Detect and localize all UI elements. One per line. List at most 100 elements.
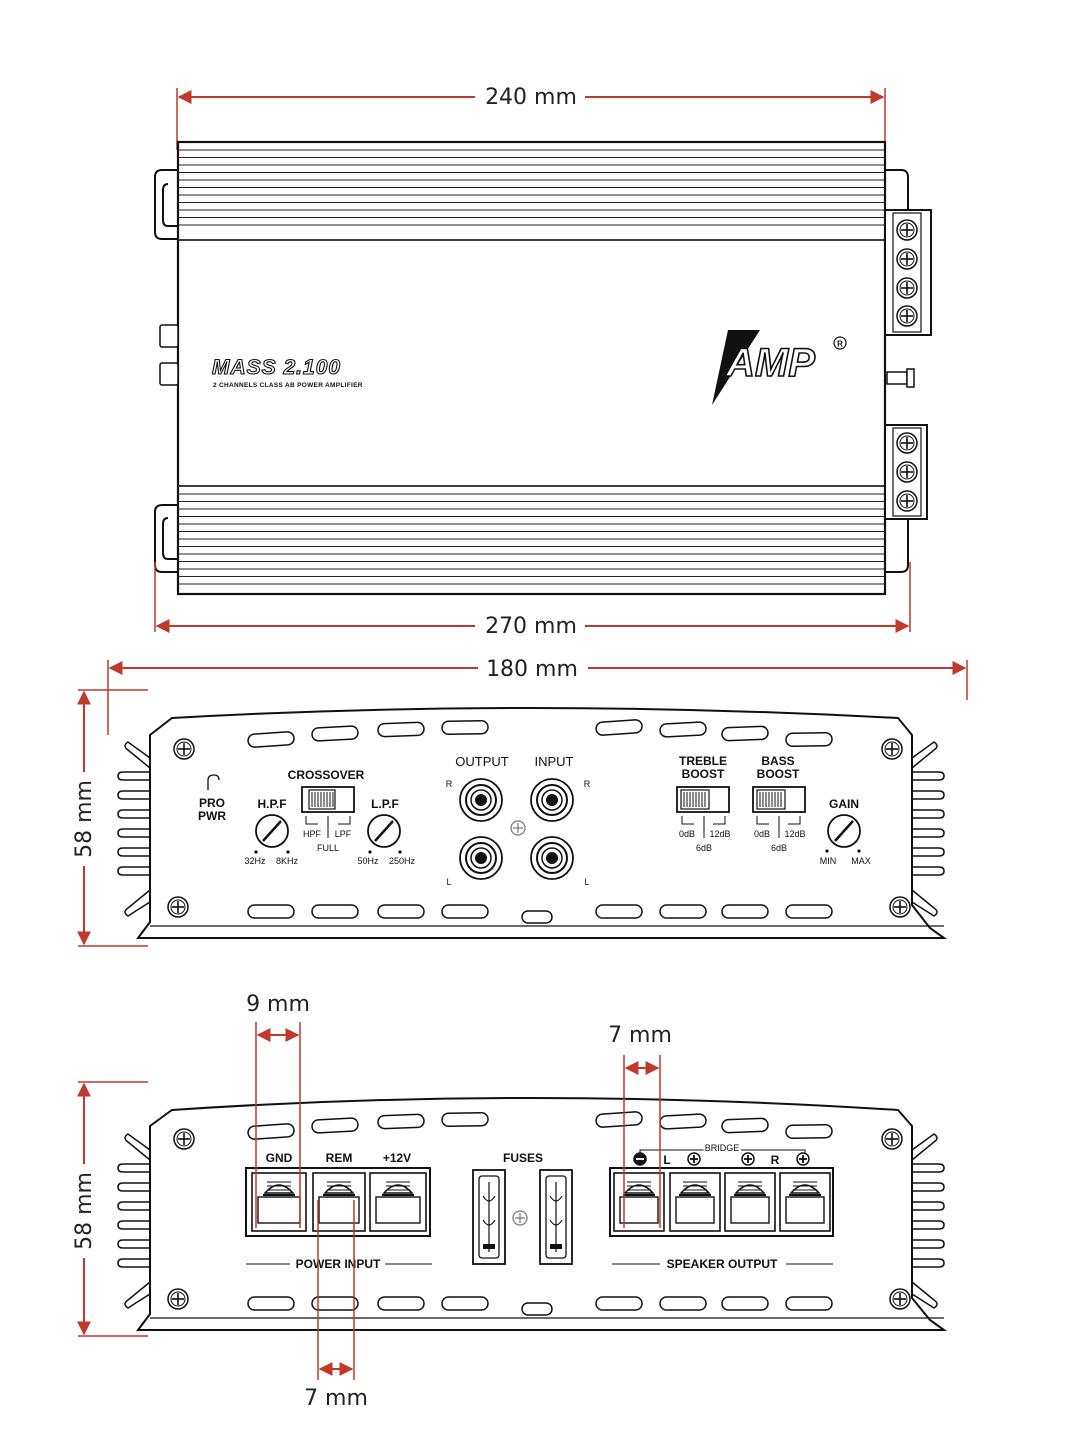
pwr-label: PWR <box>198 809 226 823</box>
dimension-180: 180 mm <box>107 657 968 735</box>
vent-slot <box>659 721 707 738</box>
lpf-knob[interactable] <box>367 814 401 848</box>
hpf-max: 8KHz <box>276 856 299 866</box>
side-fuse-stub <box>886 368 915 388</box>
bass-label-1: BASS <box>761 754 794 768</box>
rem-terminal <box>312 1172 366 1232</box>
vent-slot <box>377 904 425 919</box>
crossover-switch[interactable] <box>301 786 355 813</box>
bass-0db: 0dB <box>754 829 770 839</box>
front-panel-view: 180 mm 58 mm PRO PWR H.P.F 32Hz 8KHz <box>72 657 968 947</box>
treble-6db: 6dB <box>696 843 712 853</box>
gain-knob[interactable] <box>827 814 861 848</box>
vent-slot <box>785 904 833 919</box>
vent-slot <box>785 731 833 748</box>
panel-screw-icon <box>167 896 189 918</box>
rca-output-left <box>459 836 503 880</box>
dim-width-label: 180 mm <box>486 657 578 682</box>
vent-slot <box>441 904 489 919</box>
model-name: MASS 2.100 <box>212 356 341 379</box>
dim-9mm-label: 9 mm <box>246 992 310 1017</box>
vent-slot <box>595 1296 643 1311</box>
dim-bottom-label: 270 mm <box>485 614 577 639</box>
rca-input-right <box>530 778 574 822</box>
terminal-screw-icon <box>896 248 918 270</box>
treble-12db: 12dB <box>709 829 730 839</box>
vent-slot <box>377 721 425 738</box>
bass-ticks <box>756 816 801 838</box>
brand-logo: AMP R <box>712 330 847 405</box>
vent-slot <box>247 1296 295 1311</box>
brand-logo-text: AMP <box>725 341 815 385</box>
bass-6db: 6dB <box>771 843 787 853</box>
center-screw-icon <box>510 820 526 836</box>
front-panel-screws <box>167 738 911 918</box>
fuses-label: FUSES <box>503 1151 543 1165</box>
rca-jacks <box>459 778 574 880</box>
vent-slot <box>659 904 707 919</box>
vent-slot <box>377 1113 425 1130</box>
plus-icon <box>741 1152 755 1166</box>
vent-slot <box>785 1123 833 1140</box>
treble-boost-switch[interactable] <box>676 786 730 813</box>
vent-slot <box>441 719 489 736</box>
speaker-terminal <box>724 1172 776 1232</box>
bass-label-2: BOOST <box>757 767 800 781</box>
vent-slot <box>311 725 359 742</box>
vent-slot <box>247 731 295 748</box>
front-side-fins <box>117 741 945 917</box>
front-panel-outline <box>136 706 948 939</box>
vent-slot <box>311 1296 359 1311</box>
panel-screw-icon <box>881 738 903 760</box>
vent-slot <box>785 1296 833 1311</box>
hpf-label: H.P.F <box>257 797 286 811</box>
vent-slot <box>721 1296 769 1311</box>
rca-input-left <box>530 836 574 880</box>
registered-mark: R <box>837 340 843 349</box>
terminal-screw-icon <box>896 461 918 483</box>
panel-screw-icon <box>881 1128 903 1150</box>
vent-slot <box>521 910 553 924</box>
pro-label: PRO <box>199 796 225 810</box>
terminal-screw-icon <box>896 277 918 299</box>
heatsink-fins-bottom <box>178 485 885 585</box>
rem-label: REM <box>326 1151 353 1165</box>
lpf-label: L.P.F <box>371 797 399 811</box>
terminal-screw-icon <box>896 305 918 327</box>
treble-0db: 0dB <box>679 829 695 839</box>
dimension-7mm-speaker: 7 mm <box>608 1023 672 1228</box>
crossover-lpf: LPF <box>335 829 352 839</box>
vent-slot <box>659 1113 707 1130</box>
speaker-terminal <box>669 1172 721 1232</box>
vent-slot <box>247 904 295 919</box>
bass-12db: 12dB <box>784 829 805 839</box>
vent-slot <box>721 725 769 742</box>
dim-7mm-rem-label: 7 mm <box>304 1386 368 1411</box>
gnd-label: GND <box>266 1151 293 1165</box>
rear-center-screw-icon <box>512 1210 528 1226</box>
speaker-terminal <box>779 1172 831 1232</box>
hpf-knob[interactable] <box>255 814 289 848</box>
vent-slot <box>659 1296 707 1311</box>
panel-screw-icon <box>173 1128 195 1150</box>
power-input-label: POWER INPUT <box>296 1257 381 1271</box>
vent-slot <box>311 1117 359 1134</box>
terminal-screw-icon <box>896 490 918 512</box>
vent-slot <box>377 1296 425 1311</box>
crossover-full: FULL <box>317 843 339 853</box>
vent-slot <box>721 1117 769 1134</box>
pro-pwr-led-icon <box>207 774 220 790</box>
rear-dim-height-label: 58 mm <box>72 1172 97 1250</box>
v12-terminal <box>369 1172 427 1232</box>
minus-icon <box>633 1152 647 1166</box>
lpf-min: 50Hz <box>357 856 379 866</box>
bass-boost-switch[interactable] <box>752 786 806 813</box>
vent-slot <box>595 719 643 736</box>
registered-mark-circle <box>833 336 847 350</box>
output-l-mark: L <box>446 877 451 887</box>
crossover-ticks <box>305 816 351 838</box>
front-vent-slots <box>247 719 833 924</box>
panel-screw-icon <box>173 738 195 760</box>
